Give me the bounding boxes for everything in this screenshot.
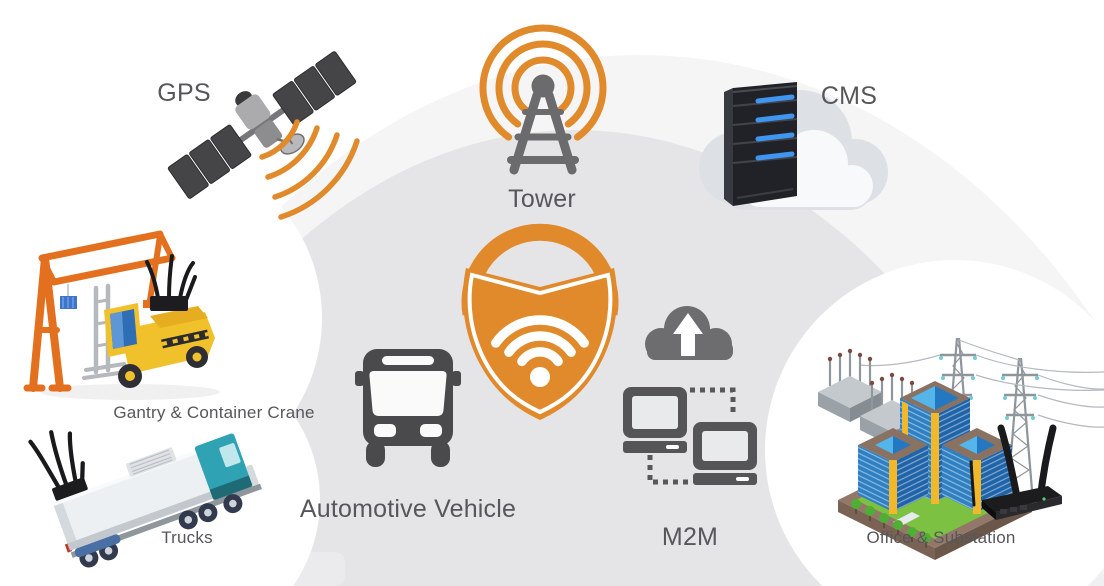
office-building-icon xyxy=(858,428,928,514)
bus-icon xyxy=(355,349,461,467)
network-dotted-links xyxy=(647,387,736,485)
office-building-icon xyxy=(942,428,1012,514)
router-antennas-icon xyxy=(145,254,197,302)
gantry-crane-label: Gantry & Container Crane xyxy=(113,403,315,422)
radio-tower-icon xyxy=(479,24,607,175)
server-icon xyxy=(724,82,798,206)
tower-label: Tower xyxy=(508,185,576,213)
wifi-icon xyxy=(491,315,589,367)
upload-arrow-icon xyxy=(673,313,703,356)
power-lines xyxy=(859,339,1104,428)
gps-signal-waves-icon xyxy=(259,119,360,220)
gantry-crane-icon xyxy=(23,230,220,400)
router-antennas-icon xyxy=(969,424,1062,520)
secure-wifi-shield-icon xyxy=(461,223,619,420)
office-substation-icon xyxy=(818,337,1104,560)
transmission-tower-icon xyxy=(1002,357,1038,491)
gps-label: GPS xyxy=(157,79,211,107)
trucks-label: Trucks xyxy=(161,528,213,547)
cms-label: CMS xyxy=(820,82,878,110)
automotive-vehicle-label: Automotive Vehicle xyxy=(299,495,517,523)
networked-computers-icon xyxy=(623,306,757,485)
tower-signal-waves-icon xyxy=(479,24,607,141)
computer-icon xyxy=(693,422,757,485)
office-substation-label: Office & Substation xyxy=(866,528,1016,547)
satellite-icon xyxy=(167,51,360,220)
truck-icon xyxy=(28,430,262,568)
m2m-label: M2M xyxy=(661,523,719,551)
computer-icon xyxy=(623,387,687,453)
cloud-upload-icon xyxy=(645,306,733,360)
router-icon xyxy=(52,477,88,501)
router-antennas-icon xyxy=(28,430,85,492)
server-led-lights xyxy=(755,94,795,161)
server-cloud-icon xyxy=(699,82,888,210)
router-icon xyxy=(150,296,188,311)
